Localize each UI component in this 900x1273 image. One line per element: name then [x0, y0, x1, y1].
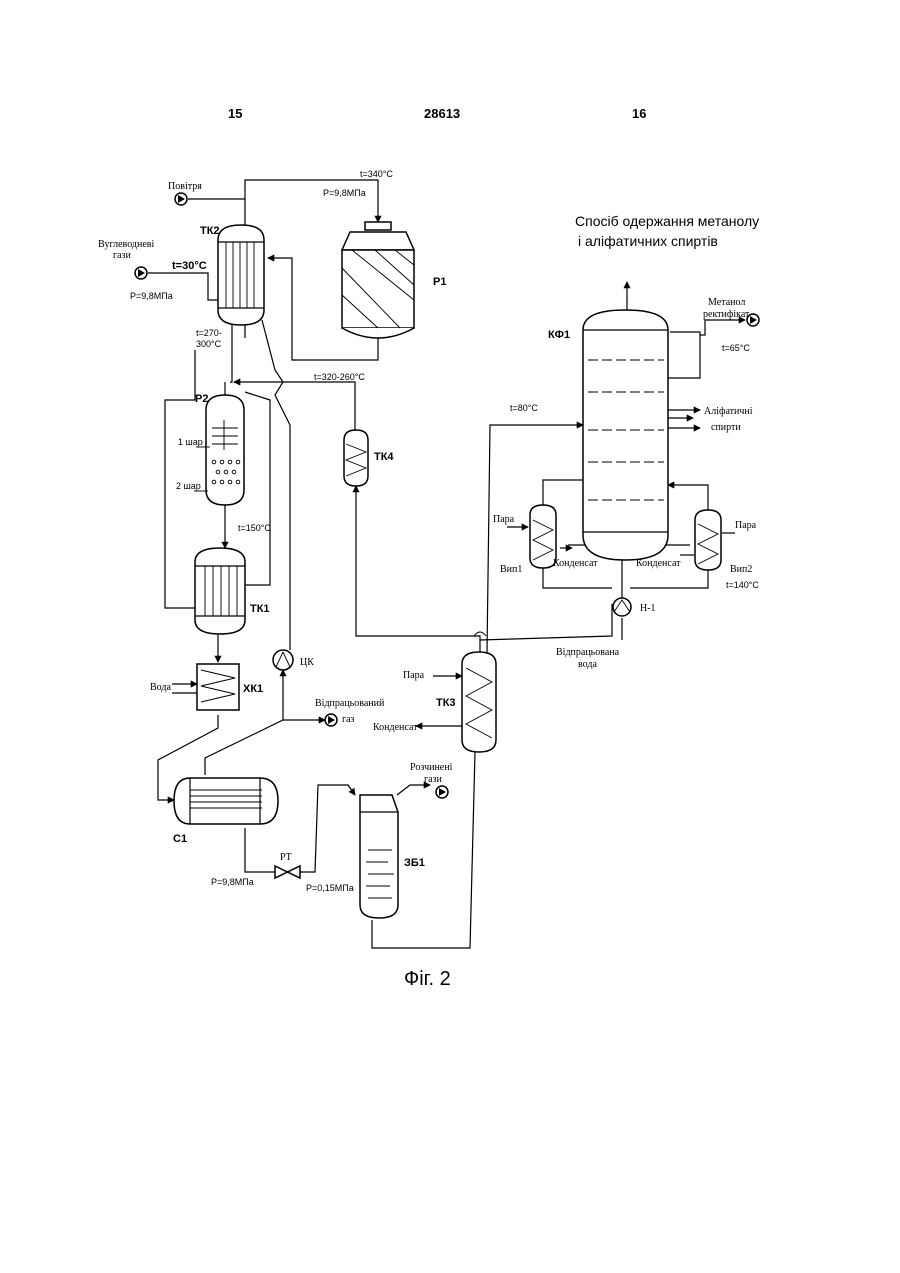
label-steam-tk3: Пара: [403, 670, 425, 681]
label-p015: P=0,15МПа: [306, 883, 354, 893]
heat-exchanger-tk2: [218, 225, 264, 325]
reboiler-vyp2: [695, 510, 721, 570]
pump-h1: [613, 598, 631, 616]
label-p98-gas: P=9,8МПа: [130, 291, 173, 301]
label-condensate-tk3: Конденсат: [373, 722, 418, 733]
separator-c1: [174, 778, 278, 824]
label-tk2: ТК2: [200, 225, 220, 237]
figure-title-line1: Спосіб одержання метанолу: [575, 213, 759, 229]
label-condensate-vyp1: Конденсат: [553, 558, 598, 569]
label-methanol-1: Метанол: [708, 297, 745, 308]
throttle-valve-rt: [275, 866, 300, 878]
label-dissolved-gas-2: гази: [424, 774, 442, 785]
label-dissolved-gas-1: Розчинені: [410, 762, 453, 773]
reactor-r1: [342, 222, 414, 338]
label-steam-vyp1: Пара: [493, 514, 515, 525]
label-p98-bottom: P=9,8МПа: [211, 877, 254, 887]
label-condensate-vyp2: Конденсат: [636, 558, 681, 569]
label-hydrocarbon-gas-1: Вуглеводневі: [98, 239, 155, 250]
label-vyp2: Вип2: [730, 564, 752, 575]
air-inlet-icon: [175, 193, 187, 205]
label-tk3: ТК3: [436, 697, 456, 709]
label-water: Вода: [150, 682, 171, 693]
label-steam-vyp2: Пара: [735, 520, 757, 531]
rectification-column-kf1: [583, 310, 668, 560]
label-c1: С1: [173, 833, 187, 845]
label-layer2: 2 шар: [176, 481, 201, 491]
label-t340: t=340°C: [360, 169, 393, 179]
vessel-zb1: [360, 795, 398, 918]
heat-exchanger-tk3: [462, 652, 496, 752]
dissolved-gas-outlet-icon: [436, 786, 448, 798]
label-t30: t=30°C: [172, 260, 207, 272]
label-r1: Р1: [433, 276, 446, 288]
reactor-r2: [206, 395, 244, 505]
label-hydrocarbon-gas-2: гази: [113, 250, 131, 261]
label-air: Повітря: [168, 181, 202, 192]
label-t65: t=65°C: [722, 343, 750, 353]
label-t140: t=140°C: [726, 580, 759, 590]
label-p98-top: P=9,8МПа: [323, 188, 366, 198]
spent-gas-outlet-icon: [325, 714, 337, 726]
label-t270-2: 300°C: [196, 339, 222, 349]
label-t150: t=150°C: [238, 523, 271, 533]
label-aliphatic-1: Аліфатичні: [704, 406, 753, 417]
label-t80: t=80°C: [510, 403, 538, 413]
label-rt: РТ: [280, 852, 292, 863]
label-tk4: ТК4: [374, 451, 394, 463]
label-tk1: ТК1: [250, 603, 270, 615]
label-spent-gas-2: газ: [342, 714, 355, 725]
cooler-xk1: [197, 664, 239, 710]
label-methanol-2: ректифікат: [703, 309, 750, 320]
label-spent-gas-1: Відпрацьований: [315, 698, 385, 709]
figure-caption: Фіг. 2: [404, 968, 451, 990]
label-ck: ЦК: [300, 657, 314, 668]
label-t320: t=320-260°C: [314, 372, 365, 382]
label-n1: Н-1: [640, 603, 656, 614]
heat-exchanger-tk1: [195, 548, 245, 634]
label-spent-water-1: Відпрацьована: [556, 647, 620, 658]
label-zb1: ЗБ1: [404, 857, 425, 869]
label-aliphatic-2: спирти: [711, 422, 741, 433]
label-r2: Р2: [195, 393, 208, 405]
label-spent-water-2: вода: [578, 659, 597, 670]
label-vyp1: Вип1: [500, 564, 522, 575]
label-t270-1: t=270-: [196, 328, 222, 338]
compressor-ck: [273, 650, 293, 670]
gas-inlet-icon: [135, 267, 147, 279]
figure-title-line2: і аліфатичних спиртів: [578, 233, 718, 249]
heat-exchanger-tk4: [344, 430, 368, 486]
label-kf1: КФ1: [548, 329, 570, 341]
label-xk1: ХК1: [243, 683, 263, 695]
label-layer1: 1 шар: [178, 437, 203, 447]
